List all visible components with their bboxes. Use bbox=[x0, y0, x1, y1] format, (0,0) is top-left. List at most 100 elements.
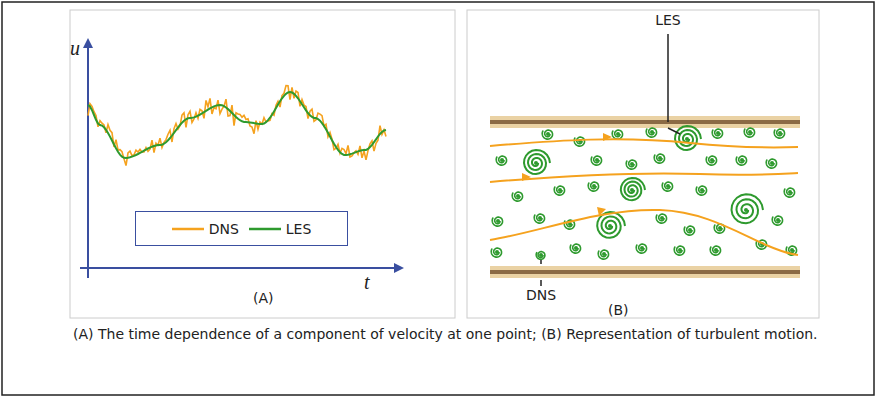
eddy-core bbox=[770, 161, 774, 165]
eddy-spiral bbox=[766, 159, 776, 168]
eddy-core bbox=[608, 224, 612, 228]
legend-line-sample bbox=[249, 224, 281, 234]
eddy-spiral bbox=[732, 194, 764, 223]
axis-label: t bbox=[364, 270, 370, 294]
eddy-spiral bbox=[496, 156, 506, 165]
eddy-core bbox=[546, 132, 550, 136]
eddy-core bbox=[788, 190, 792, 194]
flow-arrowhead bbox=[522, 173, 531, 181]
eddy-core bbox=[778, 131, 782, 135]
eddy-spiral bbox=[646, 128, 656, 137]
eddy-spiral bbox=[598, 250, 608, 259]
eddy-spiral bbox=[554, 186, 564, 195]
eddy-spiral bbox=[621, 178, 645, 200]
eddy-spiral bbox=[612, 130, 622, 139]
eddy-core bbox=[495, 250, 499, 254]
legend-text: DNS bbox=[209, 221, 239, 237]
eddy-spiral bbox=[712, 129, 722, 138]
eddy-core bbox=[496, 219, 500, 223]
eddy-spiral bbox=[675, 126, 701, 150]
streamline bbox=[490, 173, 798, 182]
eddy-spiral bbox=[684, 226, 694, 235]
callout-label: DNS bbox=[526, 287, 556, 304]
eddy-core bbox=[716, 131, 720, 135]
eddy-core bbox=[630, 188, 634, 192]
eddy-spiral bbox=[512, 192, 522, 201]
eddy-spiral bbox=[744, 128, 754, 137]
panel-frame bbox=[70, 10, 455, 318]
eddy-core bbox=[660, 216, 664, 220]
legend-box: DNS LES bbox=[135, 211, 348, 246]
eddy-spiral bbox=[574, 137, 584, 146]
eddy-spiral bbox=[696, 186, 706, 195]
eddy-core bbox=[558, 188, 562, 192]
eddy-core bbox=[744, 208, 748, 212]
eddy-core bbox=[650, 130, 654, 134]
legend-item: LES bbox=[249, 221, 312, 237]
leader-line bbox=[540, 260, 542, 264]
eddy-core bbox=[640, 246, 644, 250]
eddy-spiral bbox=[656, 214, 666, 223]
eddy-spiral bbox=[706, 156, 716, 165]
wall bbox=[490, 266, 800, 278]
eddy-spiral bbox=[491, 248, 501, 257]
dns-curve bbox=[88, 86, 386, 166]
eddy-core bbox=[595, 158, 599, 162]
eddy-core bbox=[630, 162, 634, 166]
eddy-core bbox=[718, 226, 722, 230]
legend-line bbox=[249, 227, 281, 230]
eddy-core bbox=[688, 228, 692, 232]
wall bbox=[490, 116, 800, 128]
axis bbox=[80, 267, 402, 269]
eddy-spiral bbox=[588, 182, 598, 191]
eddy-core bbox=[790, 248, 794, 252]
eddy-spiral bbox=[597, 212, 625, 238]
eddy-core bbox=[534, 161, 538, 165]
eddy-core bbox=[500, 158, 504, 162]
eddy-core bbox=[602, 252, 606, 256]
panel-label: (A) bbox=[253, 290, 274, 307]
eddy-core bbox=[539, 253, 543, 257]
eddy-spiral bbox=[591, 156, 601, 165]
eddy-spiral bbox=[536, 252, 545, 260]
eddy-spiral bbox=[662, 182, 672, 191]
eddy-core bbox=[776, 218, 780, 222]
eddy-spiral bbox=[492, 217, 502, 226]
flow-arrowhead bbox=[597, 207, 606, 216]
eddy-spiral bbox=[710, 246, 720, 255]
eddy-core bbox=[678, 248, 682, 252]
streamline bbox=[490, 139, 798, 147]
eddy-core bbox=[700, 188, 704, 192]
eddy-spiral bbox=[654, 154, 664, 163]
eddy-spiral bbox=[524, 150, 550, 174]
eddy-spiral bbox=[636, 244, 646, 253]
leader-line bbox=[667, 34, 669, 122]
eddy-core bbox=[538, 216, 542, 220]
eddy-spiral bbox=[784, 188, 794, 197]
eddy-core bbox=[685, 137, 689, 141]
eddy-core bbox=[616, 132, 620, 136]
eddy-core bbox=[658, 156, 662, 160]
axis bbox=[87, 40, 89, 278]
panel-frame bbox=[467, 10, 819, 318]
flow-arrowhead bbox=[603, 133, 612, 141]
eddy-core bbox=[740, 158, 744, 162]
legend-line bbox=[172, 227, 204, 230]
eddy-core bbox=[592, 184, 596, 188]
eddy-spiral bbox=[626, 160, 636, 169]
eddy-spiral bbox=[542, 130, 552, 139]
eddy-spiral bbox=[774, 129, 784, 138]
leader-line bbox=[668, 128, 680, 134]
legend-text: LES bbox=[286, 221, 312, 237]
eddy-core bbox=[748, 130, 752, 134]
eddy-spiral bbox=[736, 156, 746, 165]
legend-line-sample bbox=[172, 224, 204, 234]
eddy-core bbox=[710, 158, 714, 162]
eddy-core bbox=[666, 184, 670, 188]
caption: (A) The time dependence of a component o… bbox=[73, 324, 863, 344]
eddy-spiral bbox=[570, 244, 580, 253]
eddy-spiral bbox=[534, 214, 544, 223]
streamline bbox=[490, 210, 798, 255]
les-curve bbox=[88, 92, 386, 158]
